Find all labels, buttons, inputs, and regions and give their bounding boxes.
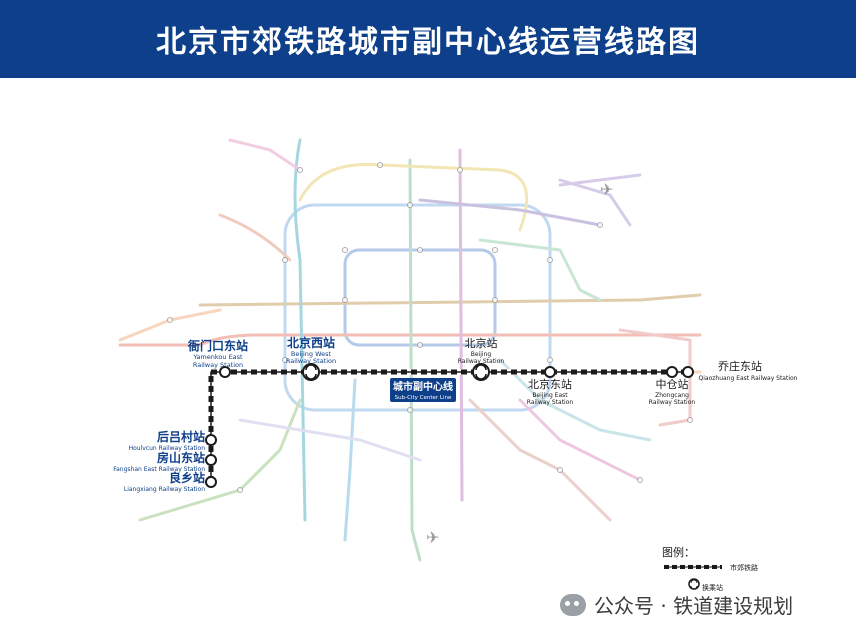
legend-line-label: 市郊铁路 <box>730 563 758 572</box>
station-label-qiaozhuang: 乔庄东站 <box>718 359 762 373</box>
station-marker-yamenkou <box>219 366 231 378</box>
svg-text:Fangshan East Railway Station: Fangshan East Railway Station <box>113 466 205 473</box>
station-marker-liangxiang <box>205 476 217 488</box>
station-label-beijing: 北京站 <box>465 336 498 350</box>
metro-station-dots <box>167 162 693 493</box>
station-label-beijing-west: 北京西站 <box>287 335 335 350</box>
station-marker-qiaozhuang <box>682 366 694 378</box>
svg-text:Railway Station: Railway Station <box>458 358 505 365</box>
legend-title: 图例： <box>662 545 695 559</box>
station-labels: 衙门口东站 Yamenkou East Railway Station 北京西站… <box>113 335 797 493</box>
airport-icon: ✈ <box>600 180 613 199</box>
svg-text:Liangxiang Railway Station: Liangxiang Railway Station <box>124 486 205 493</box>
station-label-yamenkou: 衙门口东站 <box>187 338 248 353</box>
page-title: 北京市郊铁路城市副中心线运营线路图 <box>156 25 700 60</box>
airport-icon: ✈ <box>426 528 439 547</box>
svg-text:Railway Station: Railway Station <box>193 361 243 369</box>
station-label-liangxiang: 良乡站 <box>169 470 205 485</box>
line-stations <box>205 366 694 488</box>
svg-text:Railway Station: Railway Station <box>286 357 336 365</box>
station-marker-beijing-east <box>544 366 556 378</box>
transfer-icon <box>472 363 490 381</box>
svg-text:Railway Station: Railway Station <box>527 399 574 406</box>
transfer-stations <box>302 363 490 381</box>
station-label-beijing-east: 北京东站 <box>528 377 572 391</box>
line-name-label: 城市副中心线 Sub-City Center Line <box>390 378 456 402</box>
watermark-text: 公众号 · 铁道建设规划 <box>594 594 794 618</box>
station-marker-houlvcun <box>205 434 217 446</box>
svg-text:Qiaozhuang East Railway Statio: Qiaozhuang East Railway Station <box>699 375 798 382</box>
title-banner: 北京市郊铁路城市副中心线运营线路图 <box>0 0 856 78</box>
svg-text:Beijing West: Beijing West <box>291 350 332 358</box>
legend-transfer-icon <box>688 578 700 590</box>
legend-transfer-label: 换乘站 <box>702 583 723 592</box>
legend: 图例： 市郊铁路 换乘站 <box>662 545 758 592</box>
svg-text:Houlvcun Railway Station: Houlvcun Railway Station <box>129 445 206 452</box>
metro-map: ✈ ✈ 城市副中心线 Sub-City Center Line <box>113 138 798 592</box>
station-label-fangshan: 房山东站 <box>157 450 205 465</box>
svg-text:Yamenkou East: Yamenkou East <box>192 353 243 361</box>
svg-text:Railway Station: Railway Station <box>649 399 696 406</box>
watermark: 公众号 · 铁道建设规划 <box>560 590 793 619</box>
wechat-icon <box>560 593 586 616</box>
svg-text:Beijing East: Beijing East <box>532 392 568 399</box>
station-label-zhongcang: 中仓站 <box>656 377 689 391</box>
line-name-en: Sub-City Center Line <box>395 395 452 401</box>
transfer-icon <box>302 363 320 381</box>
station-marker-zhongcang <box>666 366 678 378</box>
svg-text:Zhongcang: Zhongcang <box>655 392 689 399</box>
station-marker-fangshan <box>205 454 217 466</box>
station-label-houlvcun: 后吕村站 <box>157 429 205 444</box>
line-name-cn: 城市副中心线 <box>393 380 453 393</box>
svg-text:Beijing: Beijing <box>471 351 492 358</box>
